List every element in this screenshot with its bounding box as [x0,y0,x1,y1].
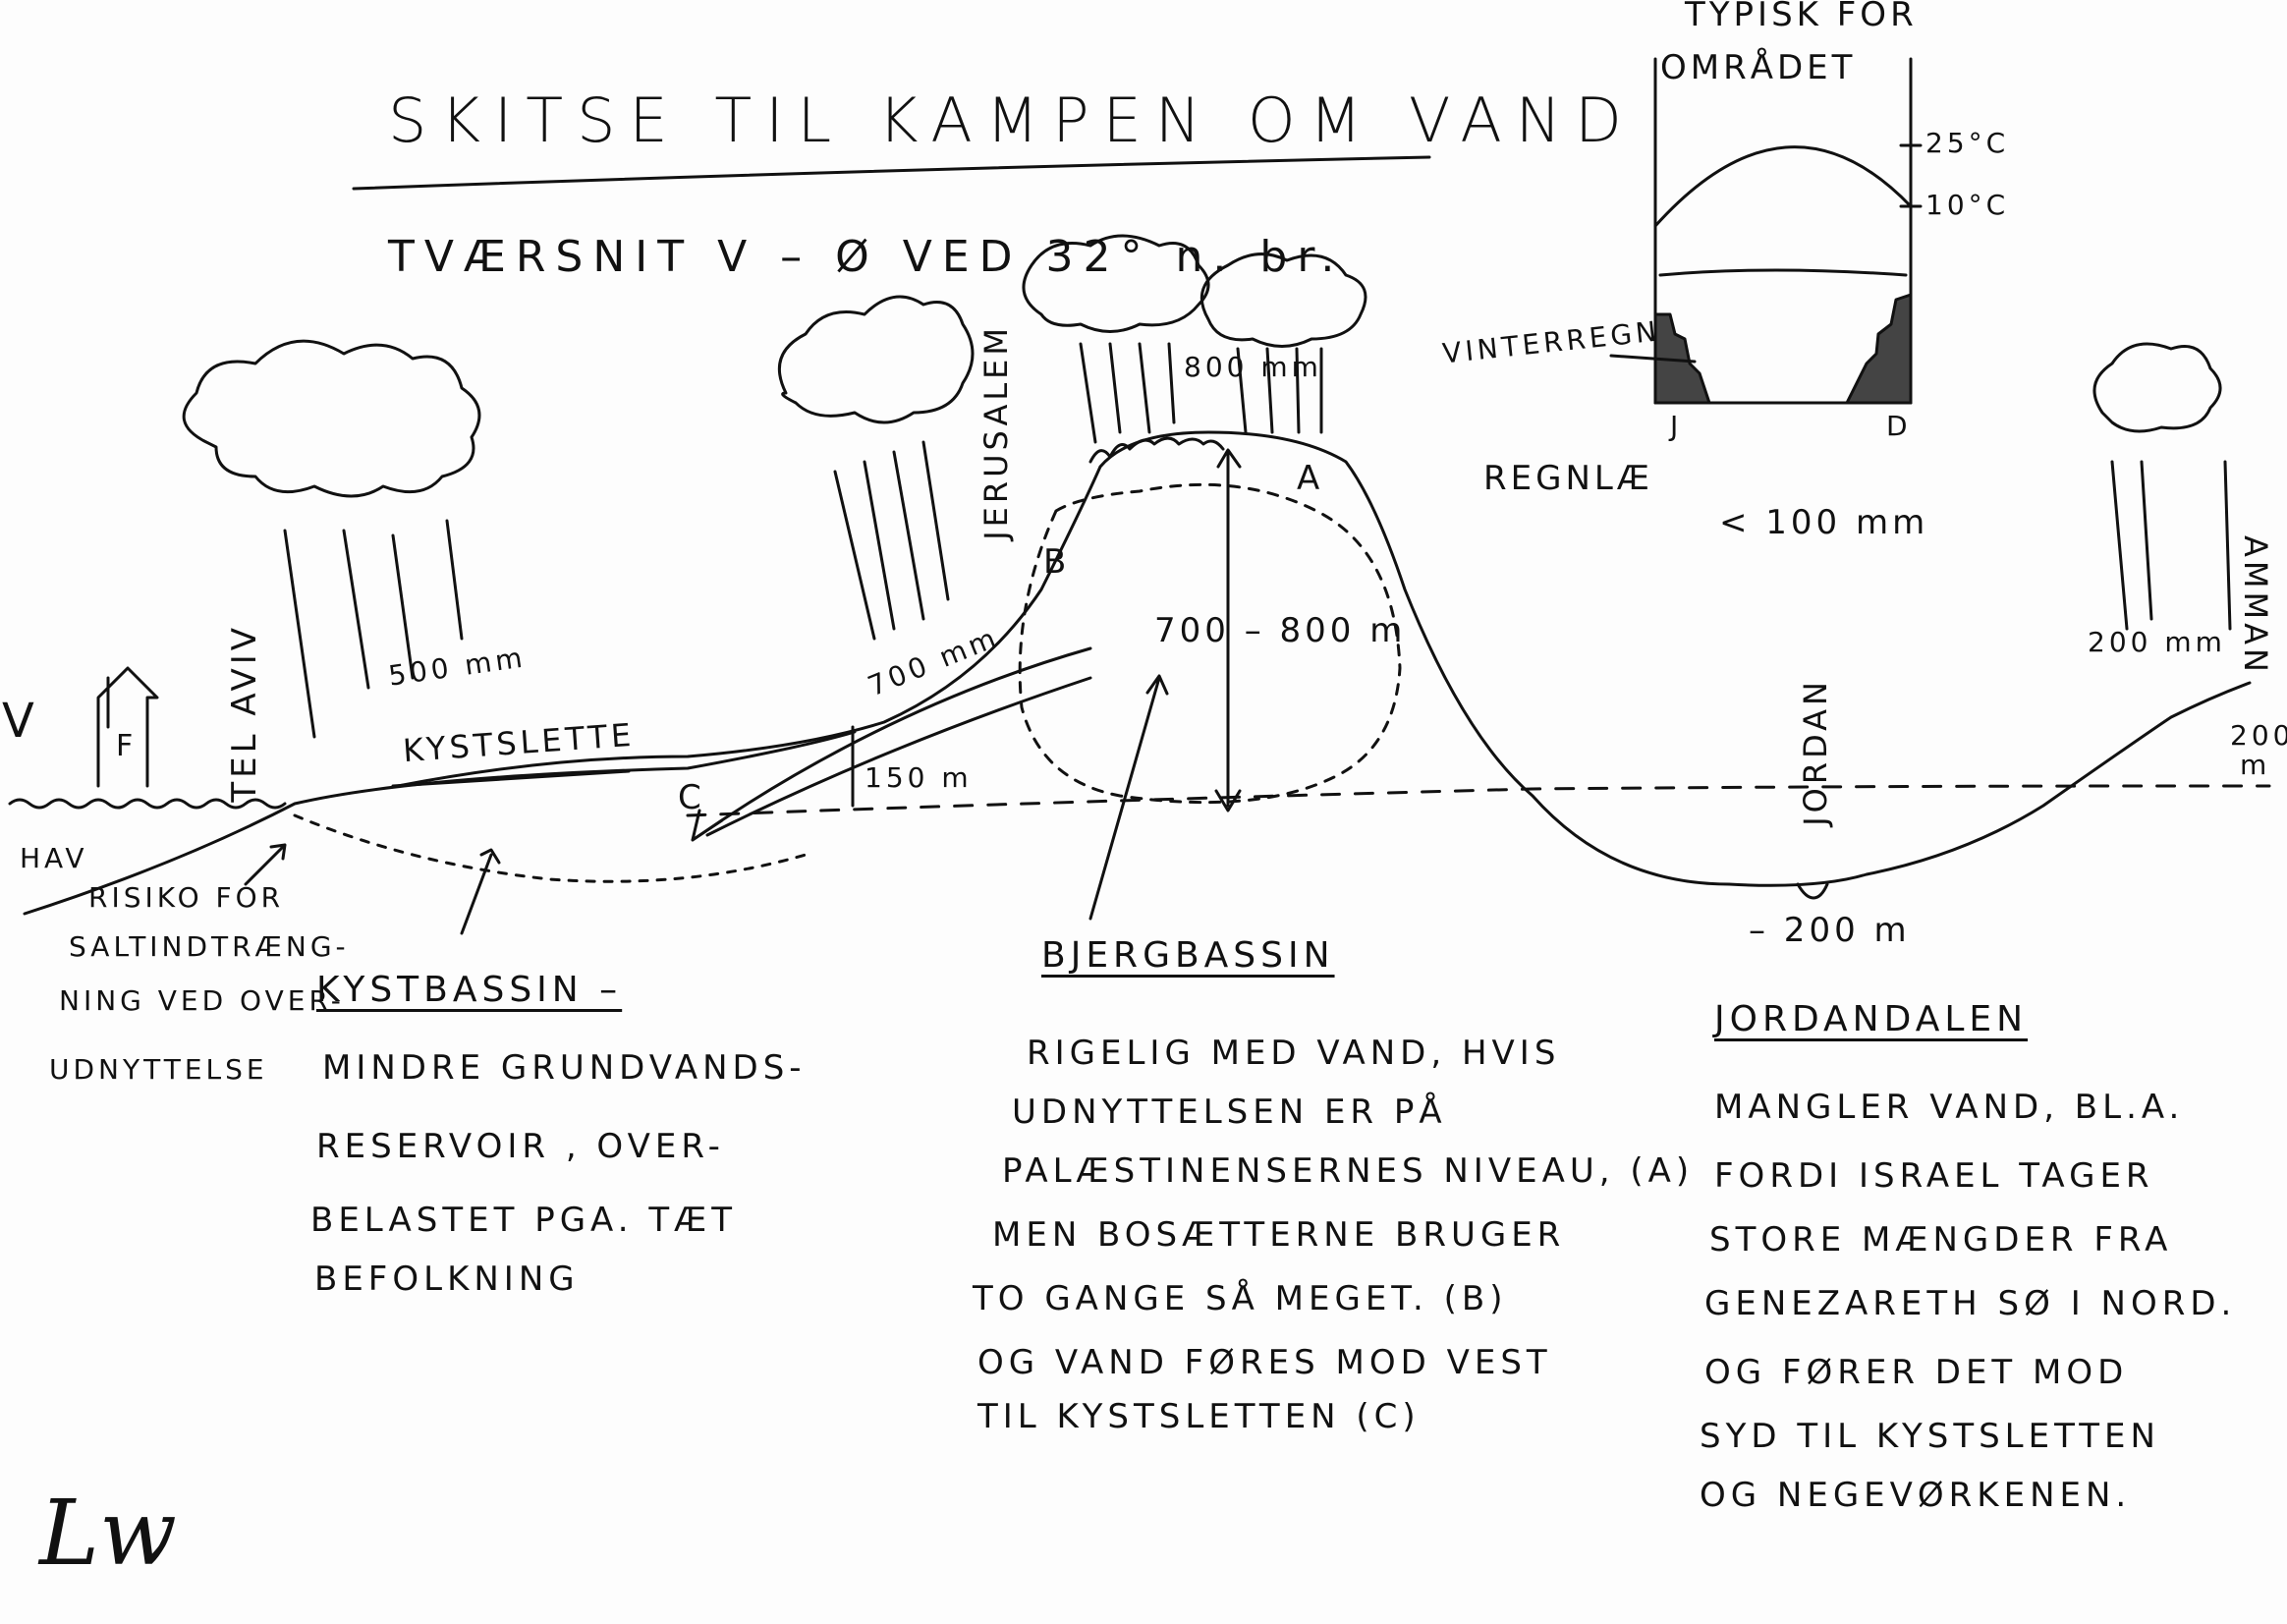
rain-shadow-label: REGNLÆ [1483,459,1653,498]
jordan-valley-line4: GENEZARETH SØ I NORD. [1704,1284,2237,1323]
mountain-basin-line2: UDNYTTELSEN ER PÅ [1012,1092,1447,1132]
sea-label: HAV [20,842,88,874]
point-a-label: A [1297,459,1324,498]
coastal-basin-line4: BEFOLKNING [314,1260,580,1299]
climate-temp-low-label: 10°C [1925,189,2010,221]
salt-intrusion-line1: RISIKO FOR [88,881,285,914]
rain-bars-right [1845,293,1913,405]
ridge-rocks [1088,436,1225,464]
rain-coast [283,519,464,739]
terrain-profile [396,430,2252,887]
dryness-line [1658,268,1908,277]
coastal-basin-pointer [460,848,501,935]
depth-150-label: 150 m [865,761,973,794]
rain-bars-left [1653,312,1711,405]
kystslette-underline [391,769,631,788]
rain-west-slope [833,440,950,641]
jordan-valley-heading: JORDANDALEN [1714,999,2029,1039]
mountain-basin-line5: TO GANGE SÅ MEGET. (B) [973,1279,1508,1318]
winter-rain-pointer [1609,354,1697,364]
sea-waves [8,798,287,810]
amman-elevation-unit: m [2240,749,2271,781]
salt-intrusion-line3: NING VED OVER- [59,984,345,1017]
jordan-river-label: JORDAN [1797,678,1834,826]
climate-month-d-label: D [1886,410,1912,442]
climate-chart-title-line1: TYPISK FOR [1685,0,1918,34]
depth-arrow [1214,448,1242,812]
climate-temp-high-label: 25°C [1925,127,2010,159]
jordan-valley-line7: OG NEGEVØRKENEN. [1700,1476,2132,1515]
jordan-valley-line2: FORDI ISRAEL TAGER [1714,1156,2154,1196]
climate-month-j-label: J [1670,410,1683,442]
point-c-label: C [678,778,705,817]
temperature-curve [1653,145,1913,228]
title-underline [352,155,1431,191]
wind-f-label: F [116,729,138,763]
coastal-basin-outline [293,813,808,883]
jerusalem-label: JERUSALEM [977,324,1015,540]
cloud-west-slope [777,295,975,424]
climate-chart-box [1609,57,1923,405]
mountain-basin-heading: BJERGBASSIN [1041,935,1335,976]
jordan-river-notch [1796,882,1829,900]
salt-intrusion-line4: UDNYTTELSE [49,1053,268,1086]
jordan-valley-line5: OG FØRER DET MOD [1704,1353,2129,1392]
cloud-east [2092,342,2222,433]
salt-intrusion-line2: SALTINDTRÆNG- [69,930,350,963]
mountain-basin-line7: TIL KYSTSLETTEN (C) [977,1397,1421,1436]
cross-section-subtitle: TVÆRSNIT V – Ø VED 32° n. br. [388,232,1345,282]
depth-700-800-label: 700 – 800 m [1154,611,1407,650]
jordan-valley-line1: MANGLER VAND, BL.A. [1714,1088,2185,1127]
signature: Lw [39,1481,177,1586]
coastal-basin-line3: BELASTET PGA. TÆT [310,1201,737,1240]
jordan-valley-line6: SYD TIL KYSTSLETTEN [1700,1417,2160,1456]
rain-east [2110,460,2232,631]
page-title: SKITSE TIL KAMPEN OM VAND [388,84,1636,156]
climate-chart-title-line2: OMRÅDET [1660,48,1857,87]
rain-800-label: 800 mm [1184,351,1322,383]
mountain-basin-pointer [1088,674,1169,921]
cloud-ridge-right [1199,252,1367,348]
wind-arrow [96,666,159,788]
coastal-basin-line1: MINDRE GRUNDVANDS- [322,1048,807,1088]
coastal-basin-heading: KYSTBASSIN – [316,970,623,1010]
salt-intrusion-pointer [244,843,287,886]
water-table-line [686,784,2271,817]
rain-200-label: 200 mm [2088,626,2226,658]
mountain-basin-line1: RIGELIG MED VAND, HVIS [1027,1034,1561,1073]
cloud-coast [182,339,481,498]
point-b-label: B [1043,542,1071,582]
mountain-basin-line3: PALÆSTINENSERNES NIVEAU, (A) [1002,1151,1695,1191]
mountain-basin-line6: OG VAND FØRES MOD VEST [977,1343,1552,1382]
jordan-valley-line3: STORE MÆNGDER FRA [1709,1220,2173,1260]
amman-elevation-label: 200 [2230,719,2287,752]
mountain-basin-line4: MEN BOSÆTTERNE BRUGER [992,1215,1566,1255]
amman-label: AMMAN [2237,535,2274,676]
cloud-ridge-left [1022,234,1210,333]
tel-aviv-label: TEL AVIV [225,624,264,803]
rain-under-100-label: < 100 mm [1719,503,1929,542]
transfer-arrow-c [691,646,1092,842]
coastal-basin-line2: RESERVOIR , OVER- [316,1127,725,1166]
jordan-depth-label: – 200 m [1749,911,1911,950]
mountain-basin-outline [1018,482,1402,805]
rain-ridge [1079,342,1323,444]
wind-label: V [2,694,38,749]
